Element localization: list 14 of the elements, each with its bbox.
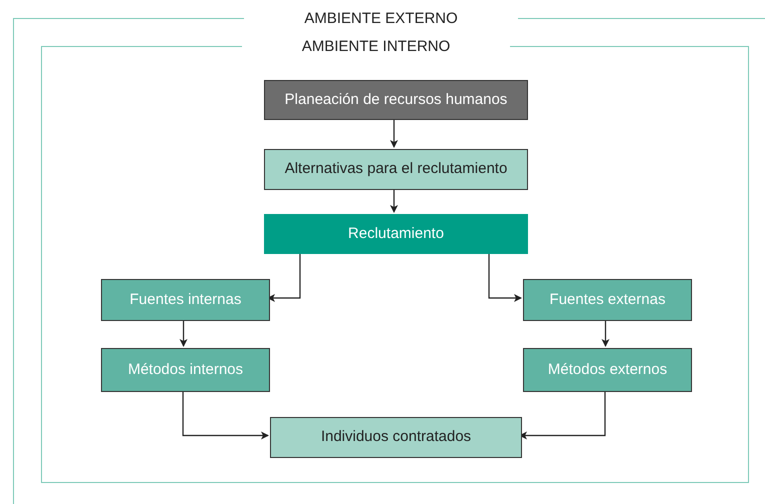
- process-box: Métodos internos: [101, 348, 270, 392]
- arrow: [602, 319, 610, 347]
- arrow: [390, 188, 398, 213]
- process-box: Fuentes internas: [101, 279, 270, 321]
- process-box: Individuos contratados: [270, 417, 522, 458]
- process-box: Alternativas para el reclutamiento: [264, 149, 528, 190]
- arrow: [390, 118, 398, 148]
- arrow: [488, 252, 522, 302]
- process-box: Fuentes externas: [523, 279, 692, 321]
- process-box: Reclutamiento: [264, 214, 528, 254]
- process-box: Métodos externos: [523, 348, 692, 392]
- process-box: Planeación de recursos humanos: [264, 80, 528, 120]
- arrow: [182, 390, 269, 440]
- arrow: [180, 319, 188, 347]
